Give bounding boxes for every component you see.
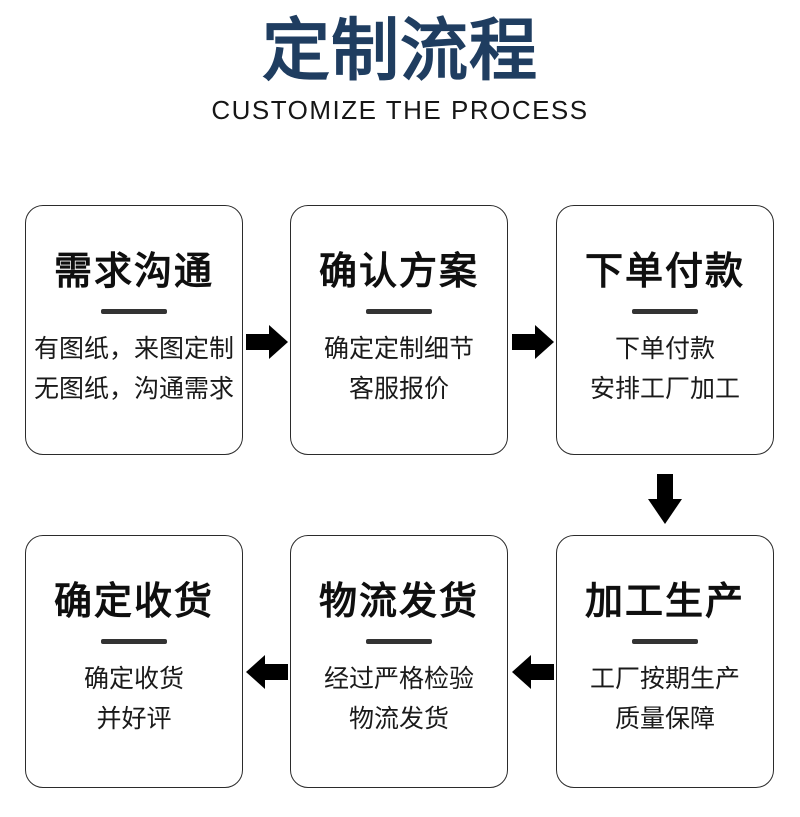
arrow-down-icon: [648, 474, 682, 524]
step-box-order-payment: 下单付款 下单付款 安排工厂加工: [556, 205, 774, 455]
step-line: 有图纸，来图定制: [33, 335, 234, 363]
step-box-receipt: 确定收货 确定收货 并好评: [25, 535, 243, 788]
step-line: 物流发货: [348, 705, 449, 733]
step-line: 工厂按期生产: [589, 665, 740, 693]
page-subtitle: CUSTOMIZE THE PROCESS: [211, 95, 589, 125]
step-title: 确认方案: [318, 251, 479, 293]
divider: [101, 639, 167, 644]
step-box-requirements: 需求沟通 有图纸，来图定制 无图纸，沟通需求: [25, 205, 243, 455]
step-line: 经过严格检验: [323, 665, 474, 693]
divider: [101, 309, 167, 314]
arrow-left-icon: [512, 655, 554, 689]
step-line: 确定收货: [83, 665, 184, 693]
divider: [366, 639, 432, 644]
step-box-confirm-plan: 确认方案 确定定制细节 客服报价: [290, 205, 508, 455]
step-box-production: 加工生产 工厂按期生产 质量保障: [556, 535, 774, 788]
step-line: 客服报价: [348, 375, 449, 403]
arrow-right-icon: [512, 325, 554, 359]
step-line: 无图纸，沟通需求: [33, 375, 234, 403]
step-title: 下单付款: [584, 251, 745, 293]
step-line: 并好评: [96, 705, 172, 733]
step-title: 需求沟通: [53, 251, 214, 293]
step-line: 确定定制细节: [323, 335, 474, 363]
arrow-left-icon: [246, 655, 288, 689]
step-title: 物流发货: [318, 581, 479, 623]
step-line: 下单付款: [614, 335, 715, 363]
divider: [632, 309, 698, 314]
step-title: 加工生产: [584, 581, 745, 623]
step-line: 质量保障: [614, 705, 715, 733]
page-title: 定制流程: [261, 13, 538, 89]
step-box-shipping: 物流发货 经过严格检验 物流发货: [290, 535, 508, 788]
divider: [632, 639, 698, 644]
step-title: 确定收货: [53, 581, 214, 623]
header: 定制流程 CUSTOMIZE THE PROCESS: [0, 0, 800, 124]
step-line: 安排工厂加工: [589, 375, 740, 403]
divider: [366, 309, 432, 314]
arrow-right-icon: [246, 325, 288, 359]
